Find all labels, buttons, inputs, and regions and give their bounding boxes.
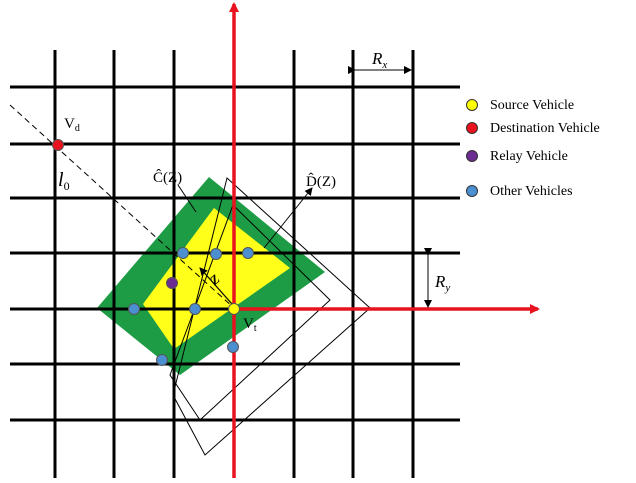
vd-label: Vd	[64, 116, 80, 134]
l0-dashed-line	[9, 104, 235, 309]
other-vehicle-icon	[466, 184, 478, 197]
other-vehicle-dot	[210, 248, 222, 260]
vt-label: Vt	[243, 316, 257, 334]
d-hat-pointer	[263, 187, 313, 249]
other-vehicle-dot	[227, 341, 239, 353]
legend-item-destination: Destination Vehicle	[466, 119, 600, 139]
legend-item-other: Other Vehicles	[466, 182, 573, 202]
rx-label: Rx	[371, 49, 387, 71]
region-d-outline	[169, 177, 371, 456]
l0-label: l0	[58, 169, 70, 193]
relay-vehicle-icon	[466, 149, 478, 162]
c-hat-pointer	[177, 184, 197, 213]
d-hat-label: D̂(Z)	[306, 173, 336, 190]
z-arrow	[199, 267, 233, 305]
source-vehicle-dot	[228, 303, 240, 315]
c-hat-label: Ĉ(Z)	[153, 169, 182, 186]
destination-vehicle-icon	[466, 121, 478, 134]
other-vehicle-dot	[177, 247, 189, 259]
legend-item-relay: Relay Vehicle	[466, 147, 568, 167]
legend-label: Relay Vehicle	[490, 149, 568, 164]
destination-vehicle-dot	[52, 139, 64, 151]
other-vehicle-dot	[242, 247, 254, 259]
legend-label: Destination Vehicle	[490, 121, 600, 136]
legend-label: Other Vehicles	[490, 184, 573, 199]
other-vehicle-dot	[128, 303, 140, 315]
source-vehicle-icon	[466, 98, 478, 111]
legend-item-source: Source Vehicle	[466, 96, 574, 116]
other-vehicle-dot	[156, 354, 168, 366]
relay-vehicle-dot	[166, 277, 178, 289]
ry-label: Ry	[434, 272, 450, 294]
coverage-region-inner	[143, 208, 290, 349]
vehicles	[52, 139, 254, 366]
legend-label: Source Vehicle	[490, 98, 575, 113]
other-vehicle-dot	[189, 303, 201, 315]
